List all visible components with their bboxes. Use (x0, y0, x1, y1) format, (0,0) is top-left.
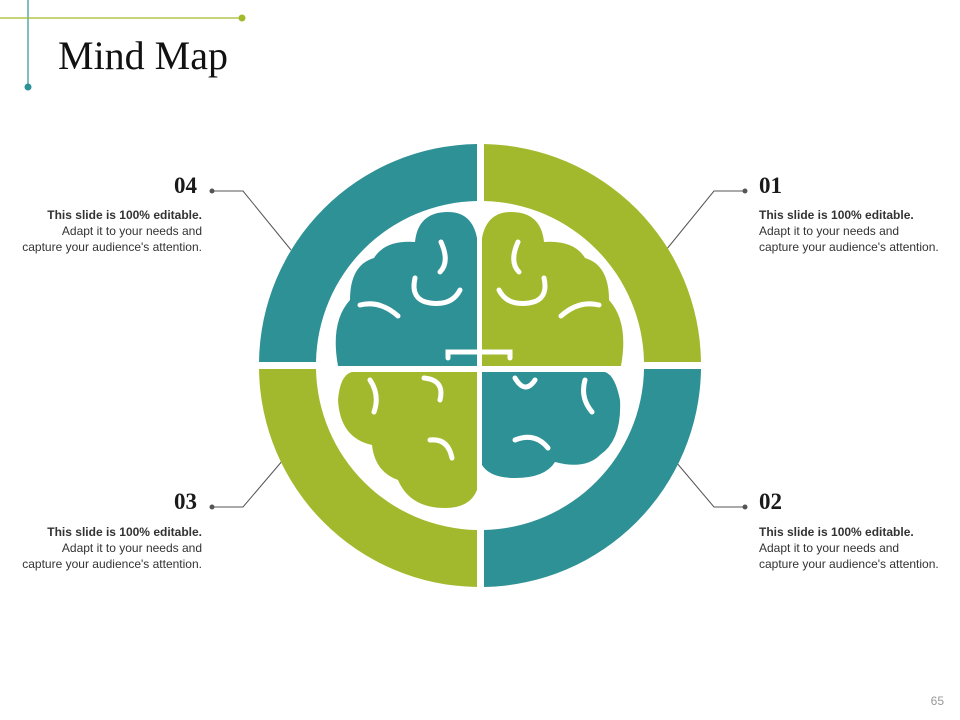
connector-04 (212, 190, 292, 251)
item-03-lead: This slide is 100% editable. (47, 525, 202, 539)
item-01-lead: This slide is 100% editable. (759, 208, 914, 222)
brain-icon (335, 212, 624, 508)
item-04-description: This slide is 100% editable. Adapt it to… (22, 207, 202, 255)
item-02-lead: This slide is 100% editable. (759, 525, 914, 539)
item-02-description: This slide is 100% editable. Adapt it to… (759, 524, 939, 572)
brain-lobe-bottom-left (338, 372, 477, 508)
ring-segment-02 (484, 369, 701, 587)
connector-02 (675, 461, 745, 508)
item-01-number: 01 (759, 173, 782, 198)
item-02-number: 02 (759, 489, 782, 514)
page-number: 65 (930, 694, 944, 708)
corner-decoration (0, 0, 246, 91)
item-03-description: This slide is 100% editable. Adapt it to… (22, 524, 202, 572)
brain-folds (357, 239, 602, 461)
item-04-number: 04 (174, 173, 197, 198)
item-03-text: Adapt it to your needs and capture your … (22, 541, 202, 571)
connector-lines (209, 188, 748, 510)
item-03-number: 03 (174, 489, 197, 514)
item-02-text: Adapt it to your needs and capture your … (759, 541, 939, 571)
ring-segment-04 (259, 144, 477, 362)
item-01-description: This slide is 100% editable. Adapt it to… (759, 207, 939, 255)
outer-ring (259, 144, 701, 587)
item-04-text: Adapt it to your needs and capture your … (22, 224, 202, 254)
brain-lobe-bottom-right (482, 372, 621, 478)
item-04-lead: This slide is 100% editable. (47, 208, 202, 222)
connector-03 (212, 459, 284, 508)
ring-segment-01 (484, 144, 701, 362)
slide-title: Mind Map (58, 33, 228, 78)
item-01-text: Adapt it to your needs and capture your … (759, 224, 939, 254)
connector-01 (665, 190, 745, 251)
ring-segment-03 (259, 369, 477, 587)
